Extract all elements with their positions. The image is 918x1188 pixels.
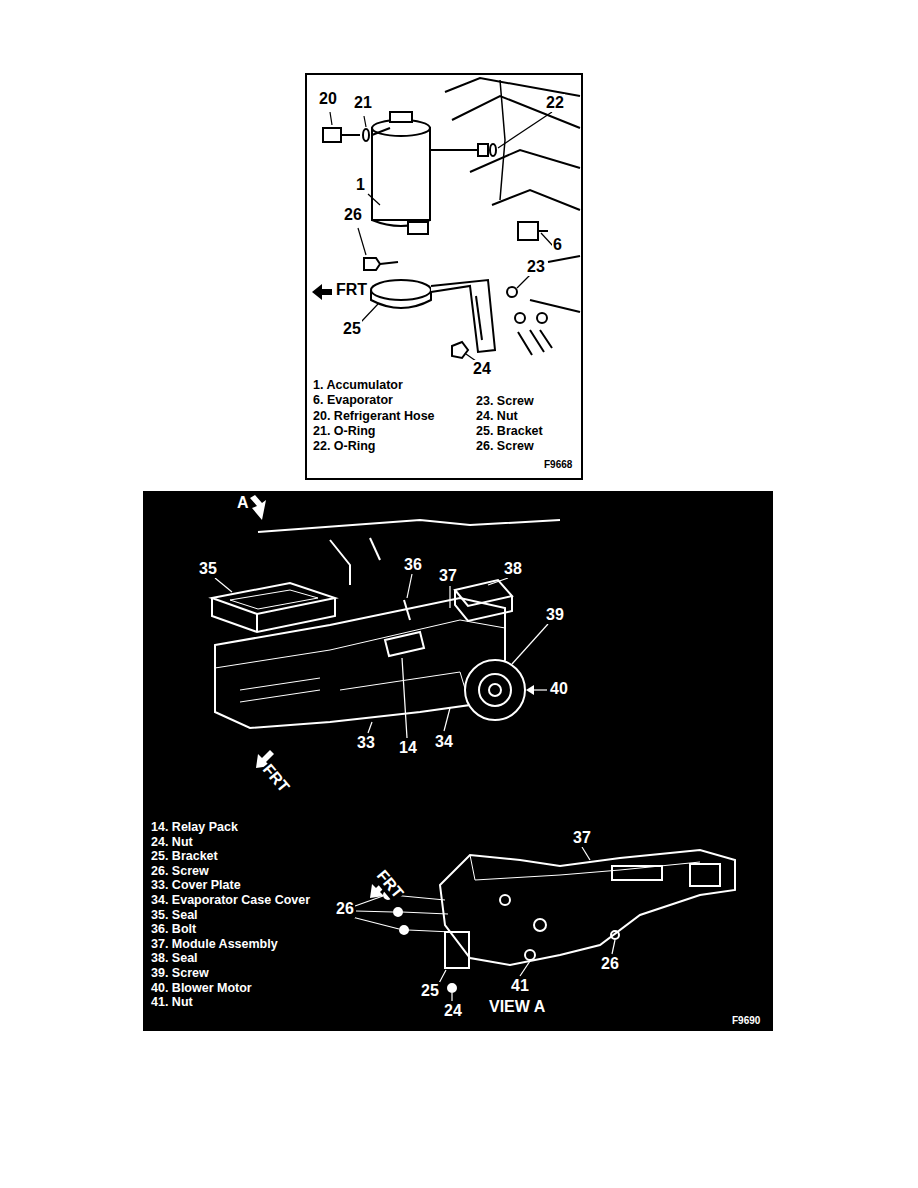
legend-item: 40. Blower Motor (150, 981, 253, 995)
callout-number: 26 (343, 206, 363, 224)
module-figure (143, 491, 773, 1031)
figure-code: F9690 (731, 1015, 761, 1027)
legend-item: 20. Refrigerant Hose (312, 409, 436, 423)
callout-number: 36 (403, 556, 423, 574)
callout-number: 33 (356, 734, 376, 752)
callout-number: 26 (335, 900, 355, 918)
legend-item: 1. Accumulator (312, 378, 404, 392)
view-marker: A (236, 494, 250, 512)
callout-number: 21 (353, 94, 373, 112)
legend-item: 36. Bolt (150, 922, 197, 936)
callout-number: 25 (342, 320, 362, 338)
figure-code: F9668 (543, 459, 573, 471)
callout-number: 14 (398, 739, 418, 757)
legend-item: 23. Screw (475, 394, 535, 408)
legend-item: 34. Evaporator Case Cover (150, 893, 311, 907)
callout-number: 37 (572, 829, 592, 847)
legend-item: 26. Screw (150, 864, 210, 878)
legend-item: 37. Module Assembly (150, 937, 279, 951)
callout-number: 22 (545, 94, 565, 112)
callout-number: 20 (318, 90, 338, 108)
view-title: VIEW A (488, 998, 546, 1016)
legend-item: 25. Bracket (150, 849, 219, 863)
legend-item: 24. Nut (475, 409, 519, 423)
legend-item: 6. Evaporator (312, 393, 394, 407)
legend-item: 21. O-Ring (312, 424, 377, 438)
callout-number: 40 (549, 680, 569, 698)
legend-item: 24. Nut (150, 835, 194, 849)
legend-item: 41. Nut (150, 995, 194, 1009)
callout-number: 6 (552, 236, 563, 254)
legend-item: 38. Seal (150, 951, 199, 965)
callout-number: 35 (198, 560, 218, 578)
callout-number: 26 (600, 955, 620, 973)
callout-number: 24 (443, 1002, 463, 1020)
accumulator-figure (306, 74, 582, 479)
callout-number: 38 (503, 560, 523, 578)
callout-number: 34 (434, 733, 454, 751)
legend-item: 26. Screw (475, 439, 535, 453)
callout-number: 25 (420, 982, 440, 1000)
legend-item: 14. Relay Pack (150, 820, 239, 834)
callout-number: 41 (510, 977, 530, 995)
legend-item: 22. O-Ring (312, 439, 377, 453)
legend-item: 35. Seal (150, 908, 199, 922)
legend-item: 39. Screw (150, 966, 210, 980)
callout-number: 23 (526, 258, 546, 276)
legend-item: 33. Cover Plate (150, 878, 242, 892)
legend-item: 25. Bracket (475, 424, 544, 438)
callout-number: 39 (545, 606, 565, 624)
callout-number: 24 (472, 360, 492, 378)
direction-label: FRT (335, 281, 368, 299)
callout-number: 37 (438, 567, 458, 585)
callout-number: 1 (355, 176, 366, 194)
